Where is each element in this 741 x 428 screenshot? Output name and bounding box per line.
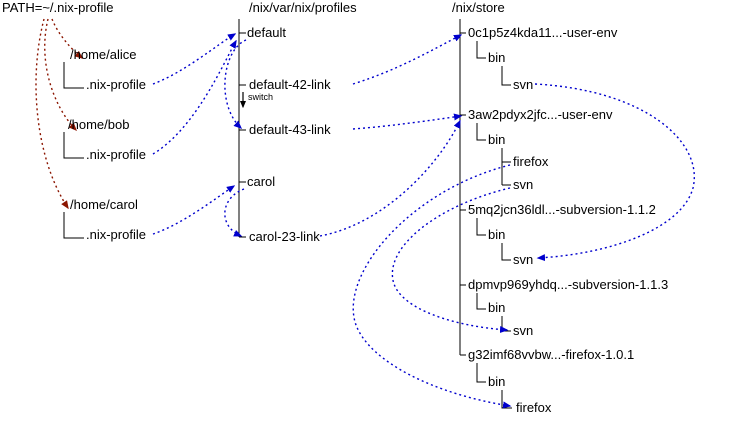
store-pkg-subversion112: 5mq2jcn36ldl...-subversion-1.1.2 bbox=[468, 202, 656, 217]
carol-profile-arrow bbox=[152, 185, 236, 235]
home-carol-dir: /home/carol bbox=[70, 197, 138, 212]
home-bob-dir: /home/bob bbox=[68, 117, 130, 132]
carol-to-gen23-arrow bbox=[224, 188, 245, 237]
carol-nix-profile-link: .nix-profile bbox=[86, 227, 146, 242]
carol-tree-branch bbox=[63, 212, 84, 239]
path-env-label: PATH=~/.nix-profile bbox=[2, 0, 114, 15]
profile-default-43-link: default-43-link bbox=[249, 122, 331, 137]
profile-default-42-link: default-42-link bbox=[249, 77, 331, 92]
store-pkg-userenv1-bin: bin bbox=[488, 50, 506, 65]
store-pkg-subversion113: dpmvp969yhdq...-subversion-1.1.3 bbox=[468, 277, 669, 292]
store-pkg-firefox101-bin: bin bbox=[488, 374, 506, 389]
profile-carol: carol bbox=[247, 174, 276, 189]
store-pkg-userenv2: 3aw2pdyx2jfc...-user-env bbox=[468, 107, 613, 122]
bob-nix-profile-link: .nix-profile bbox=[86, 147, 146, 162]
path-to-alice-arrow bbox=[51, 18, 84, 59]
store-pkg-subversion112-bin: bin bbox=[488, 227, 506, 242]
store-pkg-userenv2-bin: bin bbox=[488, 132, 506, 147]
path-to-bob-arrow bbox=[44, 18, 77, 132]
profile-carol-23-link: carol-23-link bbox=[249, 229, 320, 244]
gen42-to-store-arrow bbox=[352, 34, 463, 85]
store-pkg-userenv1: 0c1p5z4kda11...-user-env bbox=[468, 25, 618, 40]
home-alice-dir: /home/alice bbox=[70, 47, 137, 62]
bob-tree-branch bbox=[63, 132, 84, 159]
store-pkg-subversion112-svn: svn bbox=[513, 252, 534, 267]
userenv2-firefox-arrow bbox=[352, 164, 512, 409]
profiles-tree-lines bbox=[238, 19, 246, 238]
alice-nix-profile-link: .nix-profile bbox=[86, 77, 146, 92]
userenv1-svn-arrow bbox=[534, 83, 695, 262]
store-pkg3-subtree bbox=[476, 218, 511, 261]
store-pkg-userenv1-svn: svn bbox=[513, 77, 534, 92]
store-pkg2-subtree bbox=[476, 123, 511, 186]
alice-profile-arrow bbox=[152, 33, 237, 85]
store-pkg-subversion113-svn: svn bbox=[513, 323, 534, 338]
default-to-gen43-arrow bbox=[224, 39, 247, 129]
store-pkg-firefox101-firefox: firefox bbox=[516, 400, 552, 415]
store-pkg1-subtree bbox=[476, 41, 511, 86]
store-pkg-userenv2-firefox: firefox bbox=[513, 154, 549, 169]
bob-profile-arrow bbox=[152, 39, 237, 155]
store-header: /nix/store bbox=[452, 0, 505, 15]
alice-tree-branch bbox=[63, 62, 84, 89]
store-tree-lines bbox=[459, 19, 466, 356]
profile-default: default bbox=[247, 25, 287, 40]
gen43-to-store-arrow bbox=[352, 113, 463, 130]
carol23-to-store-arrow bbox=[319, 119, 461, 237]
store-pkg-userenv2-svn: svn bbox=[513, 177, 534, 192]
path-to-carol-arrow bbox=[35, 18, 69, 210]
store-pkg-subversion113-bin: bin bbox=[488, 300, 506, 315]
store-pkg-firefox101: g32imf68vvbw...-firefox-1.0.1 bbox=[468, 347, 635, 362]
profiles-header: /nix/var/nix/profiles bbox=[249, 0, 357, 15]
userenv2-svn-arrow bbox=[391, 187, 511, 333]
switch-label: switch bbox=[248, 92, 274, 102]
